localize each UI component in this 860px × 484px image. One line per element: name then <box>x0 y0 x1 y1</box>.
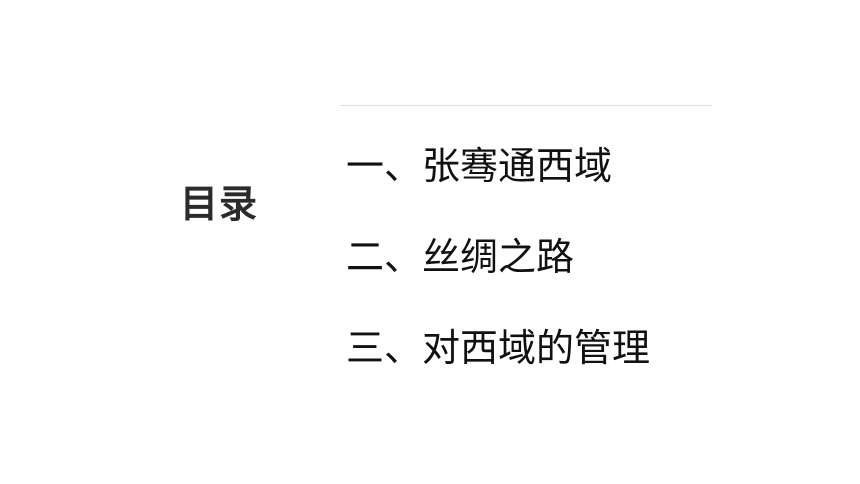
toc-title: 目录 <box>180 182 259 226</box>
toc-item-2: 二、丝绸之路 <box>346 235 575 279</box>
toc-item-1: 一、张骞通西域 <box>346 144 613 188</box>
toc-item-3: 三、对西域的管理 <box>346 326 651 370</box>
toc-list: 一、张骞通西域 二、丝绸之路 三、对西域的管理 <box>346 140 650 374</box>
divider-line <box>340 105 712 106</box>
